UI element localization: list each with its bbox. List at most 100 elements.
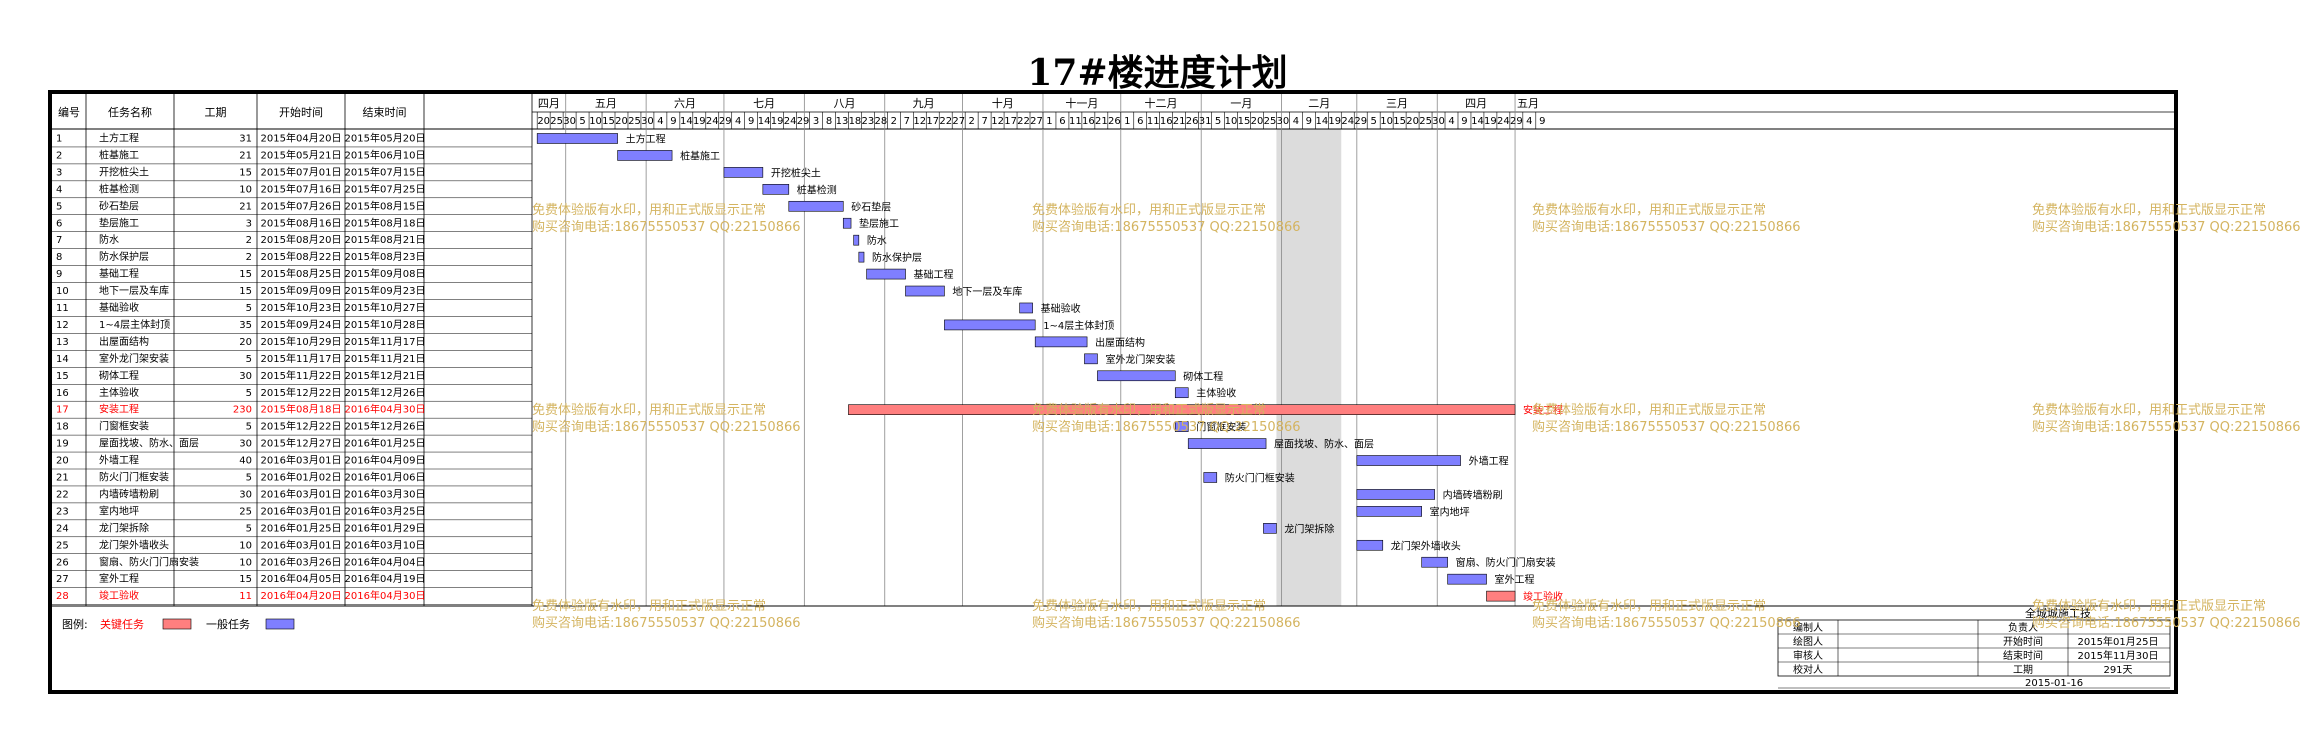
- day-label: 15: [1238, 116, 1251, 127]
- task-bar: [1486, 590, 1516, 602]
- task-bar-label: 竣工验收: [1523, 590, 1563, 603]
- month-label: 一月: [1230, 97, 1252, 110]
- task-duration: 5: [246, 354, 252, 365]
- day-label: 30: [1277, 116, 1290, 127]
- task-id: 22: [56, 489, 69, 500]
- day-label: 14: [758, 116, 771, 127]
- signoff-title: 全城城施工技: [2025, 606, 2091, 620]
- day-label: 6: [1059, 116, 1065, 127]
- day-label: 14: [1315, 116, 1328, 127]
- task-duration: 5: [246, 303, 252, 314]
- day-label: 7: [981, 116, 987, 127]
- task-bar-label: 砌体工程: [1183, 371, 1223, 383]
- task-id: 6: [56, 218, 62, 229]
- task-start: 2015年07月16日: [261, 182, 342, 195]
- day-label: 25: [1264, 116, 1277, 127]
- day-label: 29: [719, 116, 732, 127]
- task-end: 2016年04月30日: [345, 403, 426, 416]
- task-start: 2016年03月26日: [261, 555, 342, 568]
- day-label: 24: [784, 116, 797, 127]
- task-start: 2015年12月27日: [261, 437, 342, 450]
- task-duration: 15: [239, 286, 252, 297]
- task-duration: 5: [246, 473, 252, 484]
- task-end: 2016年04月19日: [345, 572, 426, 585]
- task-end: 2015年11月17日: [345, 335, 426, 348]
- task-end: 2015年06月10日: [345, 148, 426, 161]
- watermark-text: 购买咨询电话:18675550537 QQ:22150866: [1032, 419, 1301, 435]
- day-label: 10: [589, 116, 602, 127]
- day-label: 26: [1186, 116, 1199, 127]
- task-bar-label: 土方工程: [626, 132, 666, 145]
- task-name: 基础工程: [99, 267, 139, 280]
- day-label: 5: [579, 116, 585, 127]
- watermark-text: 购买咨询电话:18675550537 QQ:22150866: [532, 219, 801, 235]
- task-duration: 5: [246, 388, 252, 399]
- task-duration: 25: [239, 506, 252, 517]
- task-end: 2016年04月09日: [345, 454, 426, 467]
- legend-critical-label: 关键任务: [100, 617, 144, 631]
- day-label: 20: [1406, 116, 1419, 127]
- watermark-text: 购买咨询电话:18675550537 QQ:22150866: [2032, 419, 2301, 435]
- task-bar: [1447, 573, 1487, 585]
- task-end: 2015年05月20日: [345, 132, 426, 145]
- month-label: 三月: [1386, 97, 1408, 110]
- day-label: 18: [849, 116, 862, 127]
- task-end: 2015年11月21日: [345, 352, 426, 365]
- shaded-period: [1276, 129, 1342, 606]
- task-id: 4: [56, 184, 62, 195]
- legend-normal-swatch: [265, 618, 295, 630]
- day-label: 28: [875, 116, 888, 127]
- watermark-text: 免费体验版有水印，用和正式版显示正常: [2032, 202, 2266, 218]
- task-id: 17: [56, 405, 69, 416]
- legend-normal-label: 一般任务: [206, 618, 250, 631]
- task-duration: 10: [239, 184, 252, 195]
- task-start: 2016年04月20日: [261, 589, 342, 602]
- task-bar-label: 基础工程: [914, 268, 954, 281]
- watermark-text: 购买咨询电话:18675550537 QQ:22150866: [1532, 615, 1801, 631]
- task-end: 2015年07月25日: [345, 182, 426, 195]
- task-bar: [842, 217, 852, 229]
- task-id: 28: [56, 591, 69, 602]
- signoff-role: 绘图人: [1793, 635, 1823, 648]
- legend-label: 图例:: [62, 617, 88, 631]
- month-label: 二月: [1308, 97, 1330, 110]
- task-bar: [788, 200, 844, 212]
- day-label: 15: [602, 116, 615, 127]
- task-bar-label: 室外龙门架安装: [1105, 353, 1175, 366]
- task-id: 5: [56, 201, 62, 212]
- task-bar-label: 防水保护层: [872, 251, 922, 264]
- task-bar: [1263, 523, 1277, 534]
- task-name: 防火门门框安装: [99, 471, 169, 484]
- task-duration: 21: [239, 201, 252, 212]
- day-label: 4: [1448, 116, 1454, 127]
- day-label: 29: [1510, 116, 1523, 127]
- task-duration: 2: [246, 252, 252, 263]
- task-end: 2016年01月25日: [345, 437, 426, 450]
- task-bar-label: 安装工程: [1523, 404, 1563, 417]
- task-bar: [1187, 438, 1267, 449]
- day-label: 19: [1328, 116, 1341, 127]
- task-duration: 20: [239, 337, 252, 348]
- watermark-text: 购买咨询电话:18675550537 QQ:22150866: [532, 419, 801, 435]
- task-bar-label: 出屋面结构: [1095, 336, 1145, 349]
- task-bar: [762, 184, 790, 195]
- day-label: 9: [1306, 116, 1312, 127]
- day-label: 14: [1471, 116, 1484, 127]
- task-duration: 30: [239, 439, 252, 450]
- day-label: 4: [657, 116, 663, 127]
- task-end: 2015年12月21日: [345, 369, 426, 382]
- task-bar-label: 内墙砖墙粉刷: [1443, 488, 1503, 501]
- task-duration: 31: [239, 134, 252, 145]
- task-name: 桩基检测: [99, 182, 139, 195]
- task-start: 2015年10月23日: [261, 301, 342, 314]
- task-start: 2015年11月22日: [261, 369, 342, 382]
- task-duration: 5: [246, 523, 252, 534]
- watermark-text: 免费体验版有水印，用和正式版显示正常: [1532, 402, 1766, 418]
- day-label: 12: [913, 116, 926, 127]
- day-label: 4: [735, 116, 741, 127]
- task-bar-label: 基础验收: [1041, 302, 1081, 315]
- task-id: 9: [56, 269, 62, 280]
- task-name: 主体验收: [99, 386, 139, 399]
- task-duration: 3: [246, 218, 252, 229]
